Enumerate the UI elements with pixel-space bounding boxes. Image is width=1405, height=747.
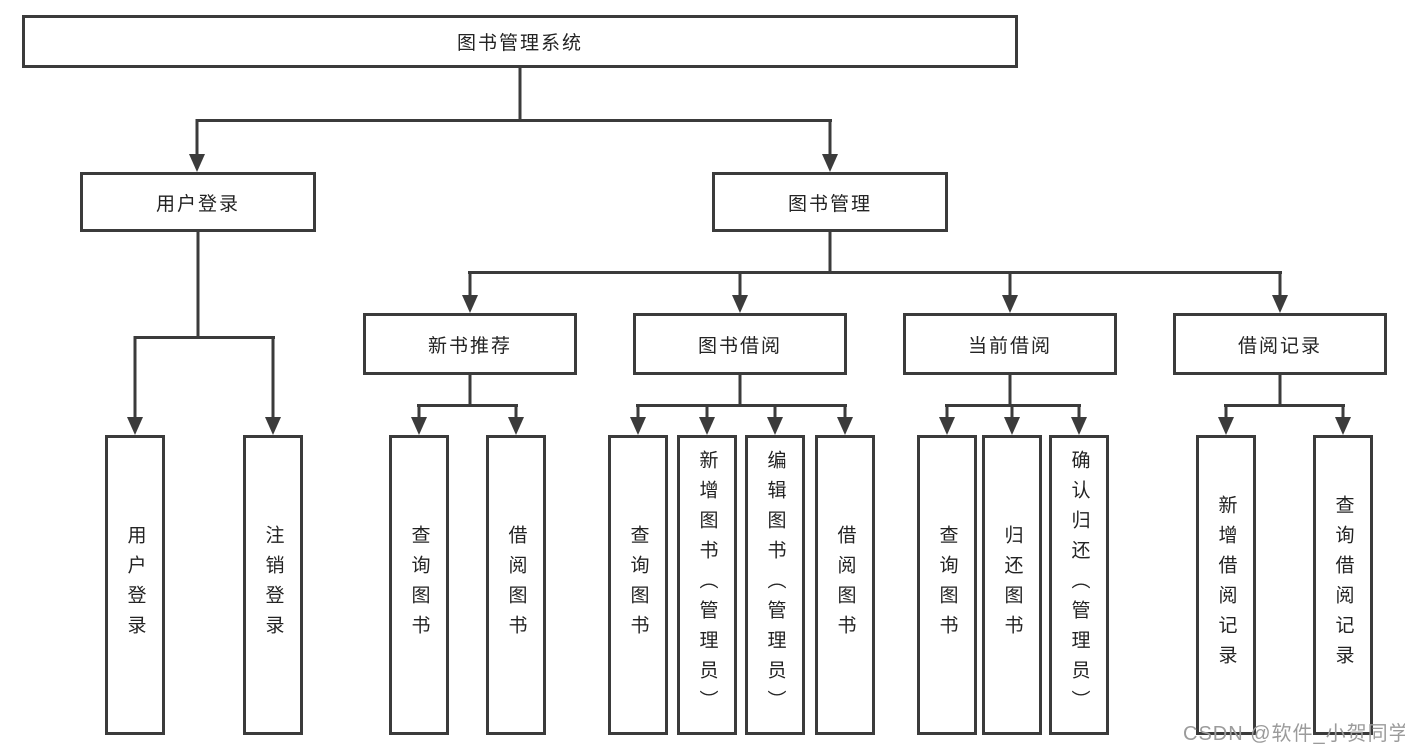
connector-newbooks-stem xyxy=(468,375,472,407)
node-root-label: 图书管理系统 xyxy=(456,33,583,54)
node-new-books-module: 新书推荐 xyxy=(363,313,577,375)
connector-newbooks-bar xyxy=(417,404,518,407)
connector-current-drop-2 xyxy=(1010,404,1014,419)
node-book-management-label: 图书管理 xyxy=(787,193,872,215)
arrowhead-records-query xyxy=(1335,417,1351,435)
arrowhead-to-book-management xyxy=(822,154,838,172)
leaf-newbooks-borrow-label: 借阅图书 xyxy=(505,525,527,645)
arrowhead-to-user-login xyxy=(189,154,205,172)
connector-borrow-bar xyxy=(636,404,847,407)
leaf-records-query-label: 查询借阅记录 xyxy=(1332,495,1354,675)
leaf-records-query: 查询借阅记录 xyxy=(1313,435,1373,735)
leaf-current-return-label: 归还图书 xyxy=(1001,525,1023,645)
arrowhead-borrow-borrow xyxy=(837,417,853,435)
connector-newbooks-drop-2 xyxy=(514,404,518,419)
arrowhead-to-book-borrow xyxy=(732,295,748,313)
connector-current-stem xyxy=(1008,375,1012,407)
leaf-records-add-label: 新增借阅记录 xyxy=(1215,495,1237,675)
arrowhead-to-logout xyxy=(265,417,281,435)
node-book-borrow-module: 图书借阅 xyxy=(633,313,847,375)
node-current-borrow-module: 当前借阅 xyxy=(903,313,1117,375)
arrowhead-to-login xyxy=(127,417,143,435)
connector-book-drop-current xyxy=(1008,271,1012,297)
connector-book-stem xyxy=(828,232,832,274)
arrowhead-borrow-add xyxy=(699,417,715,435)
connector-user-drop-2 xyxy=(271,336,275,419)
leaf-user-logout: 注销登录 xyxy=(243,435,303,735)
leaf-borrow-query-label: 查询图书 xyxy=(627,525,649,645)
node-user-login-branch: 用户登录 xyxy=(80,172,316,232)
arrowhead-to-new-books xyxy=(462,295,478,313)
connector-book-drop-borrow xyxy=(738,271,742,297)
arrowhead-newbooks-query xyxy=(411,417,427,435)
arrowhead-newbooks-borrow xyxy=(508,417,524,435)
node-user-login-label: 用户登录 xyxy=(155,193,240,215)
connector-user-stem xyxy=(196,232,200,338)
leaf-current-confirm-admin-label: 确认归还（管理员） xyxy=(1068,450,1090,720)
connector-root-bar xyxy=(196,119,832,122)
connector-current-drop-1 xyxy=(945,404,949,419)
leaf-borrow-query: 查询图书 xyxy=(608,435,668,735)
node-book-management-branch: 图书管理 xyxy=(712,172,948,232)
connector-borrow-drop-3 xyxy=(773,404,777,419)
node-borrow-records-label: 借阅记录 xyxy=(1237,335,1322,357)
connector-borrow-drop-1 xyxy=(636,404,640,419)
connector-borrow-drop-2 xyxy=(705,404,709,419)
arrowhead-to-borrow-records xyxy=(1272,295,1288,313)
node-root-library-system: 图书管理系统 xyxy=(22,15,1018,68)
node-current-borrow-label: 当前借阅 xyxy=(967,335,1052,357)
arrowhead-current-confirm xyxy=(1071,417,1087,435)
connector-records-drop-1 xyxy=(1224,404,1228,419)
leaf-newbooks-query: 查询图书 xyxy=(389,435,449,735)
connector-records-bar xyxy=(1224,404,1345,407)
arrowhead-to-current-borrow xyxy=(1002,295,1018,313)
arrowhead-borrow-query xyxy=(630,417,646,435)
node-new-books-label: 新书推荐 xyxy=(427,335,512,357)
leaf-borrow-borrow-label: 借阅图书 xyxy=(834,525,856,645)
leaf-newbooks-query-label: 查询图书 xyxy=(408,525,430,645)
connector-newbooks-drop-1 xyxy=(417,404,421,419)
leaf-current-return: 归还图书 xyxy=(982,435,1042,735)
leaf-borrow-add-admin-label: 新增图书（管理员） xyxy=(696,450,718,720)
connector-borrow-stem xyxy=(738,375,742,407)
leaf-borrow-add-admin: 新增图书（管理员） xyxy=(677,435,737,735)
node-borrow-records-module: 借阅记录 xyxy=(1173,313,1387,375)
connector-root-stem xyxy=(518,68,522,121)
leaf-records-add: 新增借阅记录 xyxy=(1196,435,1256,735)
leaf-borrow-borrow: 借阅图书 xyxy=(815,435,875,735)
connector-current-drop-3 xyxy=(1077,404,1081,419)
leaf-current-query-label: 查询图书 xyxy=(936,525,958,645)
connector-book-drop-records xyxy=(1278,271,1282,297)
connector-records-stem xyxy=(1278,375,1282,407)
connector-borrow-drop-4 xyxy=(843,404,847,419)
connector-book-bar xyxy=(468,271,1282,274)
leaf-newbooks-borrow: 借阅图书 xyxy=(486,435,546,735)
leaf-user-logout-label: 注销登录 xyxy=(262,525,284,645)
connector-root-drop-user xyxy=(195,119,199,156)
leaf-current-query: 查询图书 xyxy=(917,435,977,735)
arrowhead-borrow-edit xyxy=(767,417,783,435)
connector-user-bar xyxy=(134,336,275,339)
connector-records-drop-2 xyxy=(1341,404,1345,419)
connector-book-drop-newbooks xyxy=(468,271,472,297)
leaf-borrow-edit-admin-label: 编辑图书（管理员） xyxy=(764,450,786,720)
arrowhead-current-query xyxy=(939,417,955,435)
leaf-current-confirm-admin: 确认归还（管理员） xyxy=(1049,435,1109,735)
csdn-watermark: CSDN @软件_小贺同学 xyxy=(1183,723,1405,745)
node-book-borrow-label: 图书借阅 xyxy=(697,335,782,357)
leaf-borrow-edit-admin: 编辑图书（管理员） xyxy=(745,435,805,735)
leaf-user-login-label: 用户登录 xyxy=(124,525,146,645)
arrowhead-current-return xyxy=(1004,417,1020,435)
connector-user-drop-1 xyxy=(133,336,137,419)
connector-root-drop-book xyxy=(828,119,832,156)
arrowhead-records-add xyxy=(1218,417,1234,435)
leaf-user-login: 用户登录 xyxy=(105,435,165,735)
